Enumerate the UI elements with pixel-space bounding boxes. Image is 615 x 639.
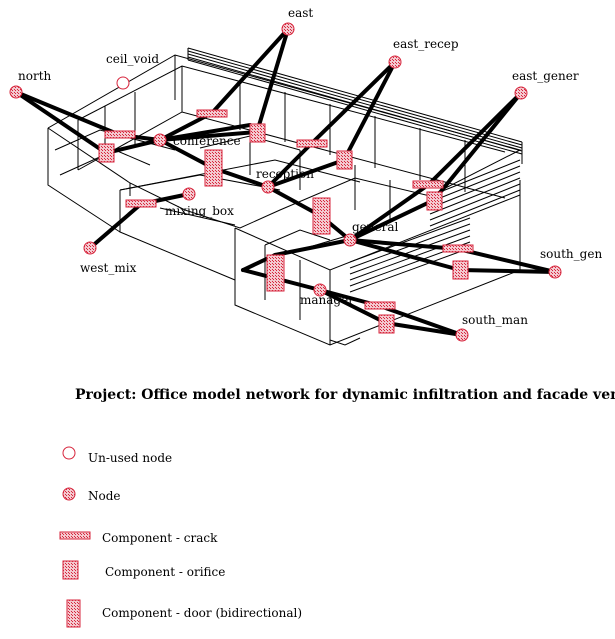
legend: Un-used node Node Component - crack Comp… — [60, 447, 302, 627]
node-east — [282, 23, 294, 35]
label-manager: manager — [300, 293, 354, 307]
label-north: north — [18, 69, 52, 83]
legend-orifice-icon — [63, 561, 78, 579]
door-component — [313, 198, 330, 234]
legend-node-label: Node — [88, 489, 121, 503]
node-south-man — [456, 329, 468, 341]
node-conference — [154, 134, 166, 146]
legend-unused-node-icon — [63, 447, 75, 459]
crack-component — [105, 131, 135, 138]
orifice-component — [337, 151, 352, 169]
legend-node-icon — [63, 488, 75, 500]
crack-component — [297, 140, 327, 147]
orifice-component — [99, 144, 114, 162]
node-reception — [262, 181, 274, 193]
node-south-gen — [549, 266, 561, 278]
legend-door-label: Component - door (bidirectional) — [102, 606, 302, 620]
label-mixing-box: mixing_box — [165, 204, 234, 218]
label-ceil-void: ceil_void — [106, 52, 159, 66]
network-links — [16, 29, 555, 335]
crack-component — [443, 245, 473, 252]
label-south-gen: south_gen — [540, 247, 602, 261]
label-east: east — [288, 6, 313, 20]
node-east-recep — [389, 56, 401, 68]
label-conference: conference — [173, 134, 241, 148]
orifice-component — [427, 192, 442, 210]
legend-unused-node-label: Un-used node — [88, 451, 172, 465]
crack-component — [197, 110, 227, 117]
node-west-mix — [84, 242, 96, 254]
node-general — [344, 234, 356, 246]
diagram-title: Project: Office model network for dynami… — [75, 387, 615, 403]
orifice-component — [250, 124, 265, 142]
door-component — [267, 255, 284, 291]
legend-crack-label: Component - crack — [102, 531, 218, 545]
label-general: general — [352, 220, 399, 234]
label-south-man: south_man — [462, 313, 528, 327]
crack-component — [413, 181, 443, 188]
crack-component — [126, 200, 156, 207]
orifice-component — [379, 315, 394, 333]
legend-door-icon — [67, 600, 80, 627]
node-ceil-void — [117, 77, 129, 89]
orifice-component — [453, 261, 468, 279]
node-mixing-box — [183, 188, 195, 200]
label-reception: reception — [256, 167, 314, 181]
label-west-mix: west_mix — [80, 261, 137, 275]
door-component — [205, 150, 222, 186]
crack-component — [365, 302, 395, 309]
label-east-gener: east_gener — [512, 69, 579, 83]
node-north — [10, 86, 22, 98]
label-east-recep: east_recep — [393, 37, 459, 51]
legend-orifice-label: Component - orifice — [105, 565, 225, 579]
node-east-gener — [515, 87, 527, 99]
legend-crack-icon — [60, 532, 90, 539]
